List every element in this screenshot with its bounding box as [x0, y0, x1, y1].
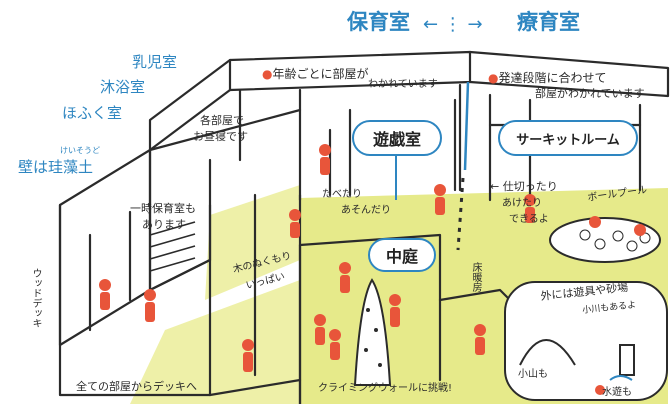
header-therapy-room: 療育室 — [517, 10, 580, 34]
ball-pool — [549, 217, 661, 263]
note-dev-rooms-2: 部屋がわかれています — [535, 87, 645, 100]
note-age-rooms: ●年齢ごとに部屋が — [262, 67, 369, 81]
note-nap: 各部屋で — [200, 114, 244, 127]
label-infant-room: 乳児室 — [132, 53, 178, 71]
note-eat-play: たべたり — [322, 189, 362, 200]
room-label-courtyard: 中庭 — [368, 238, 436, 272]
outside-area — [504, 281, 668, 401]
label-bath-room: 沐浴室 — [100, 78, 146, 96]
note-partition-3: できるよ — [509, 214, 549, 225]
note-temp-care: 一時保育室も — [130, 202, 196, 215]
header-nursery-room: 保育室 — [347, 10, 410, 34]
note-age-rooms-2: わかれています — [368, 79, 438, 90]
note-wood-deck: ウッドデッキ — [30, 268, 41, 328]
note-water: 水遊も — [602, 387, 632, 398]
note-temp-care-2: あります — [142, 218, 186, 231]
room-label-playroom: 遊戯室 — [352, 120, 442, 156]
note-all-rooms-deck: 全ての部屋からデッキへ — [76, 380, 197, 393]
header-arrows: ← ⋮ → — [423, 14, 483, 35]
label-nursing-room: ほふく室 — [62, 104, 123, 122]
note-nap-2: お昼寝です — [193, 130, 248, 143]
note-eat-play-2: あそんだり — [341, 205, 391, 216]
note-dev-rooms: ●発達段階に合わせて — [488, 71, 607, 85]
climbing-wall — [353, 278, 392, 386]
note-climbing: クライミングウォールに挑戦! — [318, 383, 453, 394]
label-wall-ruby: けいそうど — [60, 146, 100, 155]
bookshelf — [149, 221, 196, 272]
room-label-circuit: サーキットルーム — [498, 120, 638, 156]
label-wall: 壁は珪藻土 — [18, 158, 94, 176]
note-partition: ← 仕切ったり — [490, 180, 558, 193]
note-floor-heat: 床暖房 — [470, 262, 481, 292]
note-hill: 小山も — [518, 369, 548, 380]
note-partition-2: あけたり — [502, 198, 542, 209]
children-figures — [99, 144, 646, 395]
